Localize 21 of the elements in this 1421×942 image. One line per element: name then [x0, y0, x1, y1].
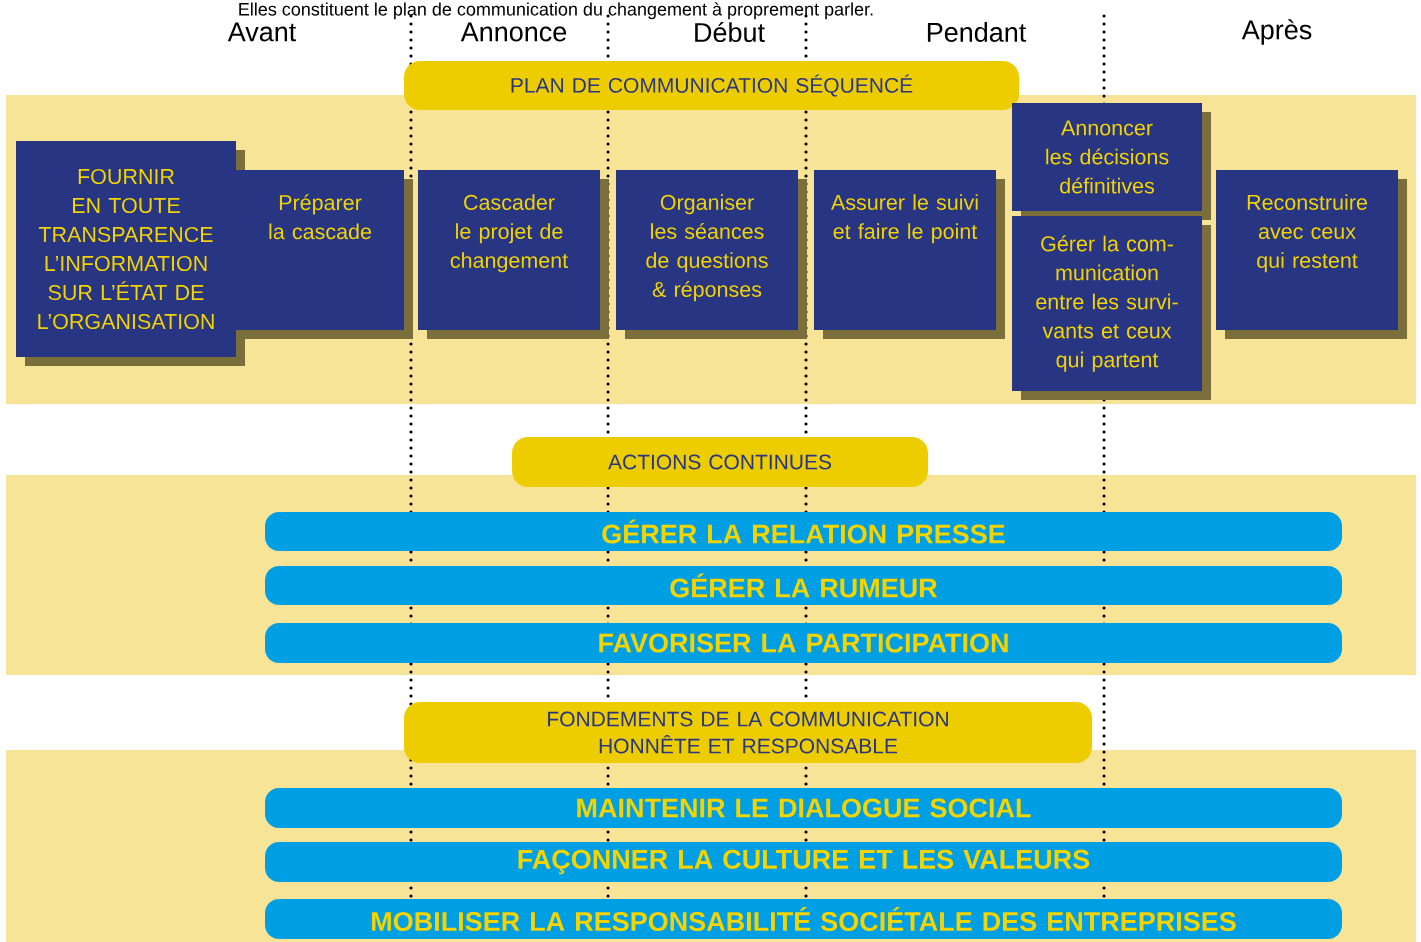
step-box: Cascader le projet de changement: [418, 170, 609, 339]
action-bar: MOBILISER LA RESPONSABILITÉ SOCIÉTALE DES ENTREPRISES: [265, 899, 1342, 939]
phase-heading: Avant: [227, 22, 297, 42]
step-box: FOURNIR EN TOUTE TRANSPARENCE L’INFORMATION SUR L’ÉTAT DE L’ORGANISATION: [16, 141, 245, 366]
step-box: Organiser les séances de questions & réponses: [616, 170, 807, 339]
heading-pill: PLAN DE COMMUNICATION SÉQUENCÉ: [404, 61, 1019, 110]
step-box: Annoncer les décisions définitives: [1012, 103, 1211, 220]
step-box: Préparer la cascade: [236, 170, 413, 339]
heading-pill: ACTIONS CONTINUES: [512, 437, 928, 487]
action-bar: MAINTENIR LE DIALOGUE SOCIAL: [265, 788, 1342, 828]
action-bar: GÉRER LA RELATION PRESSE: [265, 512, 1342, 551]
step-box: Assurer le suivi et faire le point: [814, 170, 1005, 339]
action-bar: FAVORISER LA PARTICIPATION: [265, 623, 1342, 663]
phase-heading: Pendant: [927, 22, 1027, 42]
action-bar: FAÇONNER LA CULTURE ET LES VALEURS: [265, 842, 1342, 882]
step-box: Gérer la com- munication entre les survi- vants et ceux qui partent: [1012, 216, 1211, 400]
action-bar: GÉRER LA RUMEUR: [265, 566, 1342, 605]
step-box: Reconstruire avec ceux qui restent: [1216, 170, 1407, 339]
heading-pill: FONDEMENTS DE LA COMMUNICATION HONNÊTE ET RESPONSABLE: [404, 702, 1092, 763]
phase-heading: Après: [1241, 19, 1312, 45]
intro-text: Elles constituent le plan de communication du changement à proprement parler.: [239, 2, 873, 20]
